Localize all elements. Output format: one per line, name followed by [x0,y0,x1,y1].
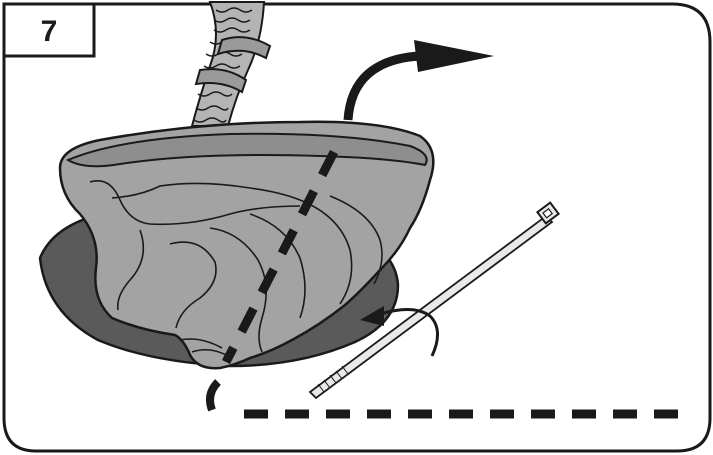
curved-back-arrow-icon [360,306,439,357]
step-number-box [2,2,96,58]
cut-line-ground [206,379,221,412]
cable-tie-icon [308,201,561,400]
cut-line-bag [221,149,339,365]
bag-rim [65,132,428,168]
rope [190,0,272,127]
step-number: 7 [41,15,58,48]
bag-folds [89,180,383,357]
pull-up-arrow-icon [343,40,494,121]
